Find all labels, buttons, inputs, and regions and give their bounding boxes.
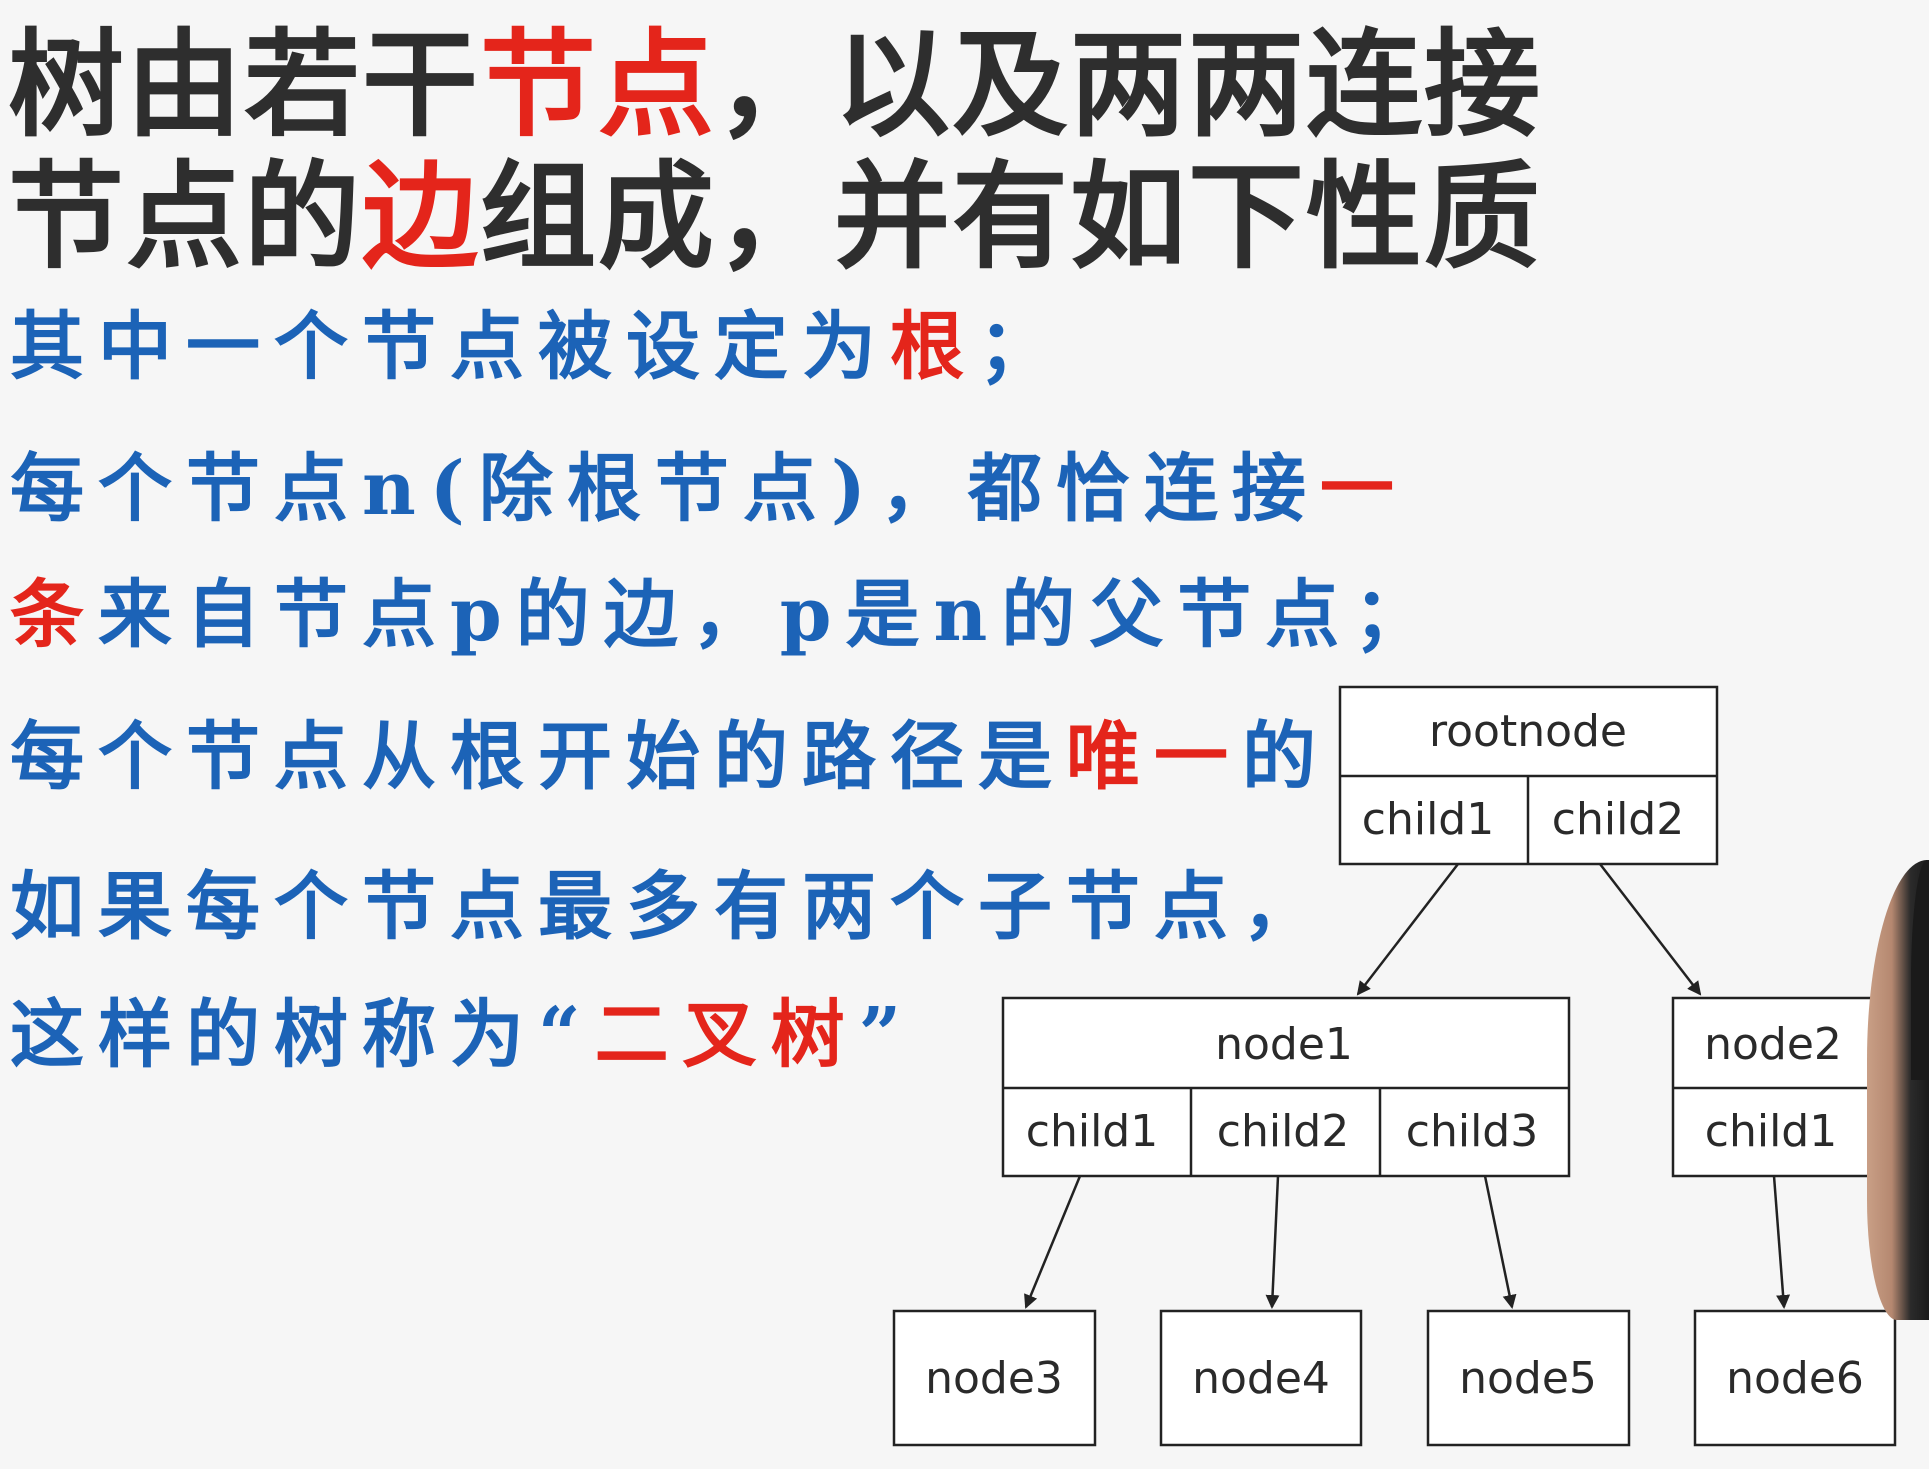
node2: node2 child1 [1671,996,1875,1178]
point-text: ” [858,992,916,1078]
point-text: 每个节点n(除根节点)，都恰连接 [10,446,1320,532]
headline-line-1: 树由若干节点，以及两两连接 [8,28,1542,144]
headline-text: 组成，并有如下性质 [480,150,1542,285]
point-text: 来自节点p的边，p是n的父节点； [98,572,1442,658]
leaf-node3: node3 [892,1309,1097,1447]
point-accent: 根 [890,304,978,390]
point-text: 其中一个节点被设定为 [10,304,890,390]
root-node: rootnode child1 child2 [1338,685,1719,866]
point-one-parent-line-1: 每个节点n(除根节点)，都恰连接一 [10,452,1408,526]
headline-text: 树由若干 [8,18,480,153]
point-text: 的 [1242,714,1330,800]
point-accent: 条 [10,572,98,658]
point-text: 这样的树称为“ [10,992,595,1078]
leaf-node4: node4 [1159,1309,1363,1447]
edge-node1-to-node5 [1483,1175,1517,1309]
point-binary-line-2: 这样的树称为“二叉树” [10,998,915,1072]
edge-node2-to-node6 [1772,1175,1791,1309]
node1-child3-slot: child3 [1406,1106,1538,1157]
point-one-parent-line-2: 条来自节点p的边，p是n的父节点； [10,578,1441,652]
headline-accent-edges: 边 [362,150,480,285]
point-binary-line-1: 如果每个节点最多有两个子节点， [10,870,1330,944]
node1-name: node1 [1215,1019,1353,1070]
point-text: 每个节点从根开始的路径是 [10,714,1066,800]
leaf-label: node3 [925,1353,1063,1404]
root-child1-slot: child1 [1362,794,1494,845]
leaf-label: node5 [1459,1353,1597,1404]
presenter-edge [1911,860,1929,1080]
leaf-label: node6 [1726,1353,1864,1404]
root-child2-slot: child2 [1552,794,1684,845]
leaf-box [1426,1309,1631,1447]
edge-node1-to-node4 [1265,1175,1280,1309]
point-text: ； [978,304,1066,390]
point-accent: 一 [1319,446,1408,532]
headline-text: ，以及两两连接 [716,18,1542,153]
node1-child1-slot: child1 [1026,1106,1158,1157]
leaf-box [892,1309,1097,1447]
leaf-node6: node6 [1693,1309,1897,1447]
node1: node1 child1 child2 child3 [1001,996,1571,1178]
leaf-node5: node5 [1426,1309,1631,1447]
point-accent: 唯一 [1066,714,1242,800]
point-accent-binary-tree: 二叉树 [594,992,859,1078]
root-node-name: rootnode [1429,706,1627,757]
leaf-box [1159,1309,1363,1447]
node1-child2-slot: child2 [1217,1106,1349,1157]
leaf-label: node4 [1192,1353,1330,1404]
headline-text: 节点的 [8,150,362,285]
point-text: 如果每个节点最多有两个子节点， [10,864,1330,950]
point-root: 其中一个节点被设定为根； [10,310,1066,384]
headline-accent-nodes: 节点 [480,18,716,153]
node2-name: node2 [1704,1019,1842,1070]
headline-line-2: 节点的边组成，并有如下性质 [8,160,1542,276]
edge-node1-to-node3 [1024,1175,1082,1309]
point-unique-path: 每个节点从根开始的路径是唯一的 [10,720,1330,794]
edge-root-to-node1 [1356,863,1459,996]
leaf-box [1693,1309,1897,1447]
edge-root-to-node2 [1599,863,1702,996]
node2-child1-slot: child1 [1705,1106,1837,1157]
